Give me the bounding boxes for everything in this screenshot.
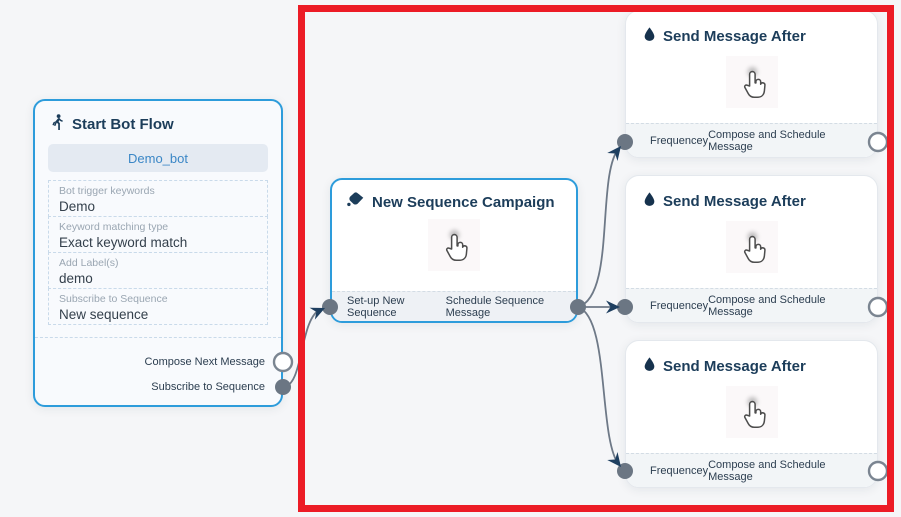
field-keyword-matching-type[interactable]: Keyword matching type Exact keyword matc… xyxy=(48,216,268,253)
send-node-footer: Frequencey Compose and Schedule Message xyxy=(626,123,877,157)
frequency-input-label: Frequencey xyxy=(650,134,709,147)
walking-person-icon xyxy=(50,114,65,135)
send-node-header: Send Message After xyxy=(626,11,877,52)
field-subscribe-to-sequence[interactable]: Subscribe to Sequence New sequence xyxy=(48,288,268,325)
send-1-frequency-input-handle[interactable] xyxy=(617,134,633,150)
send-1-compose-output-handle[interactable] xyxy=(867,131,889,153)
send-node-title: Send Message After xyxy=(663,27,806,45)
send-message-after-node-2[interactable]: Send Message After Frequencey Compose an… xyxy=(625,175,878,323)
schedule-sequence-message-label: Schedule Sequence Message xyxy=(445,294,545,319)
start-node-fields: Bot trigger keywords Demo Keyword matchi… xyxy=(48,180,268,325)
field-value: Exact keyword match xyxy=(59,235,188,250)
hand-pointer-icon xyxy=(743,396,766,429)
compose-schedule-output-label: Compose and Schedule Message xyxy=(708,293,826,318)
send-node-footer: Frequencey Compose and Schedule Message xyxy=(626,453,877,487)
send-node-title: Send Message After xyxy=(663,357,806,375)
hand-pointer-icon xyxy=(743,66,766,99)
send-node-header: Send Message After xyxy=(626,176,877,217)
campaign-input-handle[interactable] xyxy=(322,299,338,315)
campaign-node-header: New Sequence Campaign xyxy=(332,180,576,218)
send-node-footer: Frequencey Compose and Schedule Message xyxy=(626,288,877,322)
edge-campaign-to-send-1 xyxy=(577,147,620,308)
configure-message-click-area[interactable] xyxy=(725,56,778,108)
paint-bucket-icon xyxy=(347,192,365,212)
send-message-after-node-1[interactable]: Send Message After Frequencey Compose an… xyxy=(625,10,878,158)
field-label: Keyword matching type xyxy=(59,221,169,233)
campaign-output-handle[interactable] xyxy=(570,299,586,315)
field-label: Add Label(s) xyxy=(59,257,119,269)
send-node-title: Send Message After xyxy=(663,192,806,210)
bot-name-button[interactable]: Demo_bot xyxy=(48,144,268,172)
send-3-frequency-input-handle[interactable] xyxy=(617,463,633,479)
setup-new-sequence-label: Set-up New Sequence xyxy=(347,294,405,319)
field-value: demo xyxy=(59,271,93,286)
configure-message-click-area[interactable] xyxy=(725,221,778,273)
frequency-input-label: Frequencey xyxy=(650,299,709,312)
compose-schedule-output-label: Compose and Schedule Message xyxy=(708,458,826,483)
send-2-compose-output-handle[interactable] xyxy=(867,296,889,318)
send-3-compose-output-handle[interactable] xyxy=(867,460,889,482)
edge-campaign-to-send-3 xyxy=(577,306,620,466)
send-message-after-node-3[interactable]: Send Message After Frequencey Compose an… xyxy=(625,340,878,488)
subscribe-to-sequence-output-handle[interactable] xyxy=(275,379,291,395)
water-drop-icon xyxy=(643,26,656,46)
hand-pointer-icon xyxy=(743,231,766,264)
send-2-frequency-input-handle[interactable] xyxy=(617,299,633,315)
field-label: Bot trigger keywords xyxy=(59,185,155,197)
campaign-node-footer: Set-up New Sequence Schedule Sequence Me… xyxy=(332,291,576,321)
water-drop-icon xyxy=(643,191,656,211)
start-bot-flow-node[interactable]: Start Bot Flow Demo_bot Bot trigger keyw… xyxy=(33,99,283,407)
compose-next-message-output-handle[interactable] xyxy=(272,351,294,373)
compose-schedule-output-label: Compose and Schedule Message xyxy=(708,128,826,153)
field-value: Demo xyxy=(59,199,96,214)
send-node-header: Send Message After xyxy=(626,341,877,382)
output-compose-next-message-label: Compose Next Message xyxy=(144,356,265,368)
configure-campaign-click-area[interactable] xyxy=(428,219,480,271)
field-label: Subscribe to Sequence xyxy=(59,293,168,305)
footer-separator xyxy=(35,337,281,338)
field-value: New sequence xyxy=(59,307,149,322)
frequency-input-label: Frequencey xyxy=(650,464,709,477)
water-drop-icon xyxy=(643,356,656,376)
output-subscribe-to-sequence-label: Subscribe to Sequence xyxy=(151,381,265,393)
field-add-labels[interactable]: Add Label(s) demo xyxy=(48,252,268,289)
start-node-header: Start Bot Flow xyxy=(35,101,281,144)
hand-pointer-icon xyxy=(445,229,468,262)
campaign-node-title: New Sequence Campaign xyxy=(372,193,555,211)
start-node-title: Start Bot Flow xyxy=(72,116,174,133)
new-sequence-campaign-node[interactable]: New Sequence Campaign Set-up New Sequenc… xyxy=(330,178,578,323)
configure-message-click-area[interactable] xyxy=(725,386,778,438)
field-bot-trigger-keywords[interactable]: Bot trigger keywords Demo xyxy=(48,180,268,217)
edge-subscribe-to-campaign xyxy=(282,308,322,388)
